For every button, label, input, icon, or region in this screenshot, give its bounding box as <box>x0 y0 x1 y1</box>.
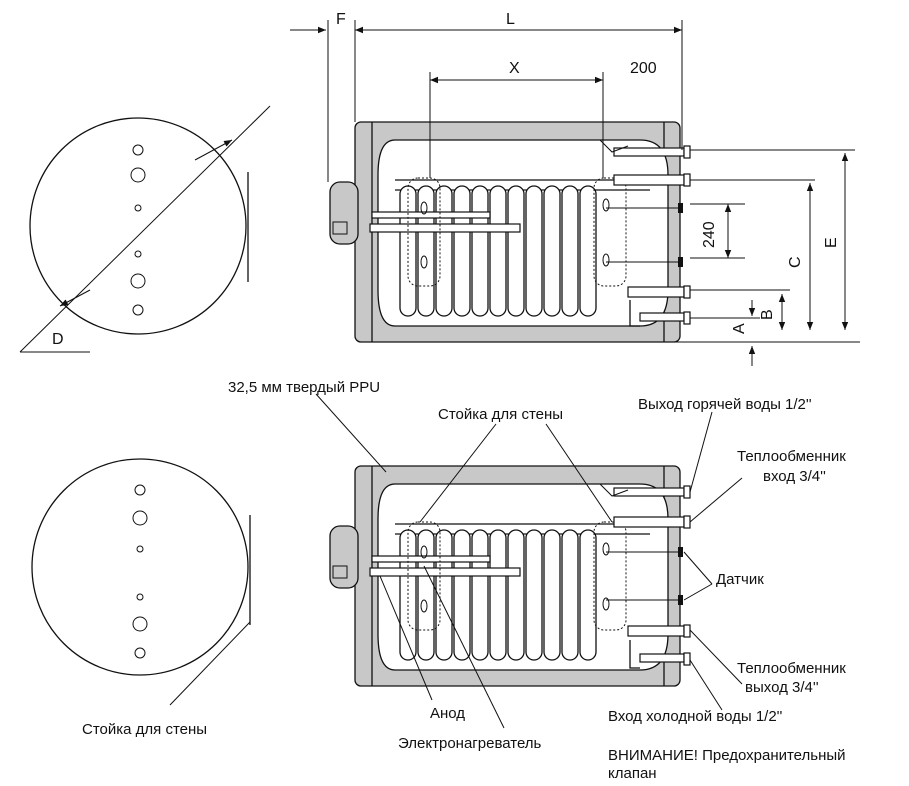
leader-lines <box>315 393 743 729</box>
label-wall-bracket-left: Стойка для стены <box>82 721 207 738</box>
label-exchanger-out-1: Теплообменник <box>737 660 846 677</box>
end-view-bottom <box>31 458 251 706</box>
dim-X: X <box>509 60 520 77</box>
label-insulation: 32,5 мм твердый PPU <box>228 379 380 396</box>
label-anode: Анод <box>430 705 465 722</box>
dim-C: C <box>787 256 804 268</box>
dim-240: 240 <box>701 221 718 248</box>
label-sensor: Датчик <box>716 571 764 588</box>
label-warning-2: клапан <box>608 765 657 782</box>
label-exchanger-in-1: Теплообменник <box>737 448 846 465</box>
dim-E: E <box>823 237 840 248</box>
tank-side-view-bottom <box>329 465 691 687</box>
dim-A: A <box>731 323 748 334</box>
end-view-top <box>19 105 271 353</box>
dimension-lines <box>290 20 860 366</box>
dim-D: D <box>52 331 64 348</box>
dim-B: B <box>759 309 776 320</box>
label-wall-bracket-top: Стойка для стены <box>438 406 563 423</box>
tank-side-view-top <box>329 121 691 343</box>
label-cold-water-in: Вход холодной воды 1/2'' <box>608 708 783 725</box>
dim-200: 200 <box>630 60 657 77</box>
label-warning-1: ВНИМАНИЕ! Предохранительный <box>608 747 846 764</box>
label-exchanger-in-2: вход 3/4'' <box>763 468 826 485</box>
label-hot-water-out: Выход горячей воды 1/2'' <box>638 396 812 413</box>
dim-L: L <box>506 11 515 28</box>
label-heater: Электронагреватель <box>398 735 542 752</box>
label-exchanger-out-2: выход 3/4'' <box>745 679 819 696</box>
dim-F: F <box>336 11 346 28</box>
